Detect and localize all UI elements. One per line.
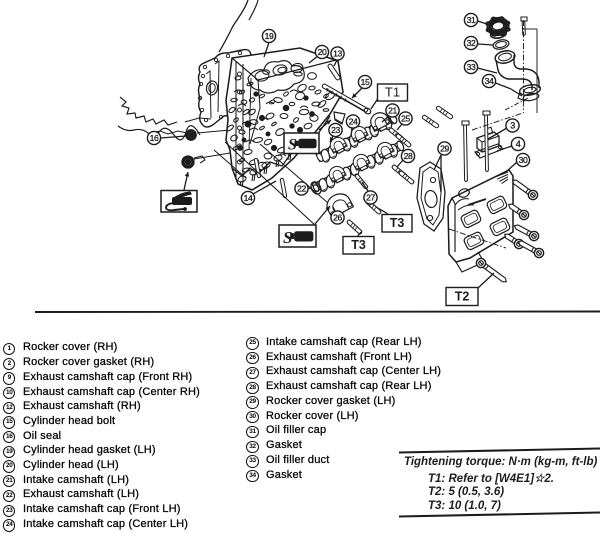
svg-text:21: 21 [388,105,397,115]
svg-text:T1: T1 [385,84,400,99]
svg-text:32: 32 [467,38,476,48]
svg-text:15: 15 [361,77,370,87]
svg-text:23: 23 [331,125,340,135]
svg-text:S: S [283,228,292,247]
svg-text:33: 33 [467,62,476,72]
svg-text:22: 22 [297,183,306,193]
svg-text:14: 14 [244,193,253,203]
svg-text:30: 30 [519,155,528,165]
svg-text:T3: T3 [390,216,405,230]
svg-text:29: 29 [440,143,449,153]
svg-text:4: 4 [516,139,521,149]
svg-text:16: 16 [150,133,159,143]
svg-text:24: 24 [349,116,358,126]
svg-text:T3: T3 [351,238,366,252]
svg-text:26: 26 [333,212,342,222]
svg-text:13: 13 [333,48,342,58]
svg-text:19: 19 [265,31,274,41]
svg-text:3: 3 [510,120,515,130]
svg-text:28: 28 [404,151,413,161]
svg-text:34: 34 [485,76,494,86]
svg-text:25: 25 [401,113,410,123]
svg-text:20: 20 [318,47,327,57]
svg-text:T2: T2 [455,289,470,303]
svg-text:27: 27 [366,192,375,202]
svg-text:S: S [288,137,297,154]
svg-text:31: 31 [467,15,476,25]
